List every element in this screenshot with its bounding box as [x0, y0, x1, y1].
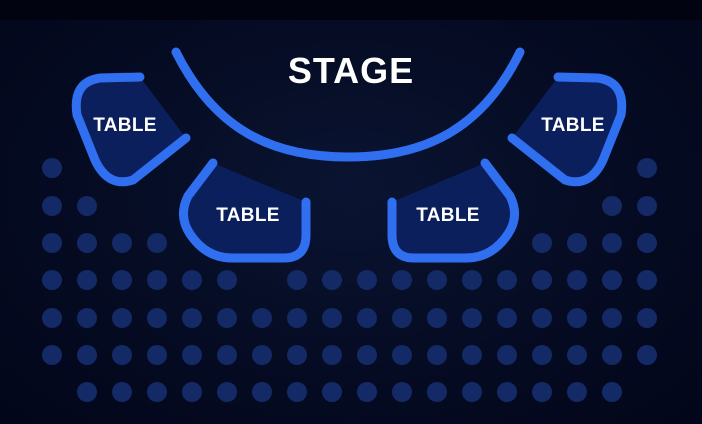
- seat-dot[interactable]: [217, 308, 237, 328]
- seat-dot[interactable]: [567, 233, 587, 253]
- seat-dot[interactable]: [42, 270, 62, 290]
- seat-dot[interactable]: [427, 308, 447, 328]
- stage-label: STAGE: [287, 50, 415, 91]
- top-band: [0, 0, 702, 20]
- table-shape-bottom-right[interactable]: [387, 158, 519, 263]
- seat-dot[interactable]: [567, 345, 587, 365]
- seat-grid: [42, 158, 657, 402]
- seat-dot[interactable]: [322, 382, 342, 402]
- seat-dot[interactable]: [462, 382, 482, 402]
- seat-dot[interactable]: [497, 308, 517, 328]
- seat-dot[interactable]: [497, 382, 517, 402]
- seat-dot[interactable]: [497, 270, 517, 290]
- seat-dot[interactable]: [602, 196, 622, 216]
- seat-dot[interactable]: [182, 382, 202, 402]
- seat-dot[interactable]: [42, 308, 62, 328]
- seat-dot[interactable]: [567, 382, 587, 402]
- table-label-bottom-right: TABLE: [416, 205, 480, 226]
- seat-dot[interactable]: [532, 345, 552, 365]
- seat-dot[interactable]: [112, 345, 132, 365]
- seat-dot[interactable]: [567, 270, 587, 290]
- table-label-bottom-left: TABLE: [216, 205, 280, 226]
- seat-dot[interactable]: [497, 345, 517, 365]
- seat-dot[interactable]: [77, 308, 97, 328]
- seat-dot[interactable]: [462, 345, 482, 365]
- seat-dot[interactable]: [637, 233, 657, 253]
- seat-dot[interactable]: [357, 382, 377, 402]
- seat-dot[interactable]: [567, 308, 587, 328]
- seat-dot[interactable]: [322, 345, 342, 365]
- seat-dot[interactable]: [602, 382, 622, 402]
- seat-dot[interactable]: [532, 308, 552, 328]
- seat-dot[interactable]: [112, 270, 132, 290]
- table-shape-top-left[interactable]: [71, 72, 191, 187]
- seat-dot[interactable]: [42, 196, 62, 216]
- seat-dot[interactable]: [602, 345, 622, 365]
- seat-dot[interactable]: [287, 345, 307, 365]
- seat-dot[interactable]: [287, 308, 307, 328]
- table-label-top-right: TABLE: [541, 115, 605, 136]
- seat-dot[interactable]: [252, 308, 272, 328]
- seat-dot[interactable]: [532, 233, 552, 253]
- seat-dot[interactable]: [427, 270, 447, 290]
- seat-dot[interactable]: [182, 308, 202, 328]
- seat-dot[interactable]: [637, 270, 657, 290]
- table-label-top-left: TABLE: [93, 115, 157, 136]
- seat-dot[interactable]: [77, 233, 97, 253]
- seat-dot[interactable]: [357, 345, 377, 365]
- seat-dot[interactable]: [182, 345, 202, 365]
- seat-dot[interactable]: [147, 345, 167, 365]
- seat-dot[interactable]: [77, 196, 97, 216]
- seat-dot[interactable]: [532, 382, 552, 402]
- seat-dot[interactable]: [77, 345, 97, 365]
- seat-dot[interactable]: [637, 345, 657, 365]
- seat-dot[interactable]: [42, 158, 62, 178]
- seat-dot[interactable]: [217, 382, 237, 402]
- seat-dot[interactable]: [217, 270, 237, 290]
- seat-dot[interactable]: [392, 308, 412, 328]
- seat-dot[interactable]: [147, 308, 167, 328]
- seat-dot[interactable]: [147, 382, 167, 402]
- table-shape-top-right[interactable]: [507, 72, 627, 187]
- seat-dot[interactable]: [147, 233, 167, 253]
- seat-dot[interactable]: [602, 233, 622, 253]
- seat-dot[interactable]: [77, 270, 97, 290]
- seat-dot[interactable]: [392, 382, 412, 402]
- seat-dot[interactable]: [112, 382, 132, 402]
- seat-dot[interactable]: [392, 270, 412, 290]
- seat-dot[interactable]: [637, 196, 657, 216]
- seat-dot[interactable]: [252, 345, 272, 365]
- seat-dot[interactable]: [392, 345, 412, 365]
- seat-dot[interactable]: [42, 345, 62, 365]
- seat-dot[interactable]: [77, 382, 97, 402]
- seat-dot[interactable]: [532, 270, 552, 290]
- seat-dot[interactable]: [462, 308, 482, 328]
- seat-dot[interactable]: [357, 270, 377, 290]
- seat-dot[interactable]: [112, 308, 132, 328]
- table-shape-bottom-left[interactable]: [179, 158, 311, 263]
- seat-dot[interactable]: [322, 270, 342, 290]
- seat-dot[interactable]: [112, 233, 132, 253]
- stage-arc[interactable]: [171, 47, 525, 162]
- seat-dot[interactable]: [287, 382, 307, 402]
- seat-dot[interactable]: [147, 270, 167, 290]
- seat-dot[interactable]: [602, 308, 622, 328]
- seat-dot[interactable]: [287, 270, 307, 290]
- seat-dot[interactable]: [462, 270, 482, 290]
- seat-dot[interactable]: [427, 382, 447, 402]
- seat-dot[interactable]: [357, 308, 377, 328]
- seat-dot[interactable]: [322, 308, 342, 328]
- seat-dot[interactable]: [182, 270, 202, 290]
- seat-dot[interactable]: [637, 158, 657, 178]
- seat-dot[interactable]: [602, 270, 622, 290]
- seat-dot[interactable]: [427, 345, 447, 365]
- seat-dot[interactable]: [637, 308, 657, 328]
- seat-dot[interactable]: [252, 382, 272, 402]
- seat-dot[interactable]: [217, 345, 237, 365]
- seat-dot[interactable]: [42, 233, 62, 253]
